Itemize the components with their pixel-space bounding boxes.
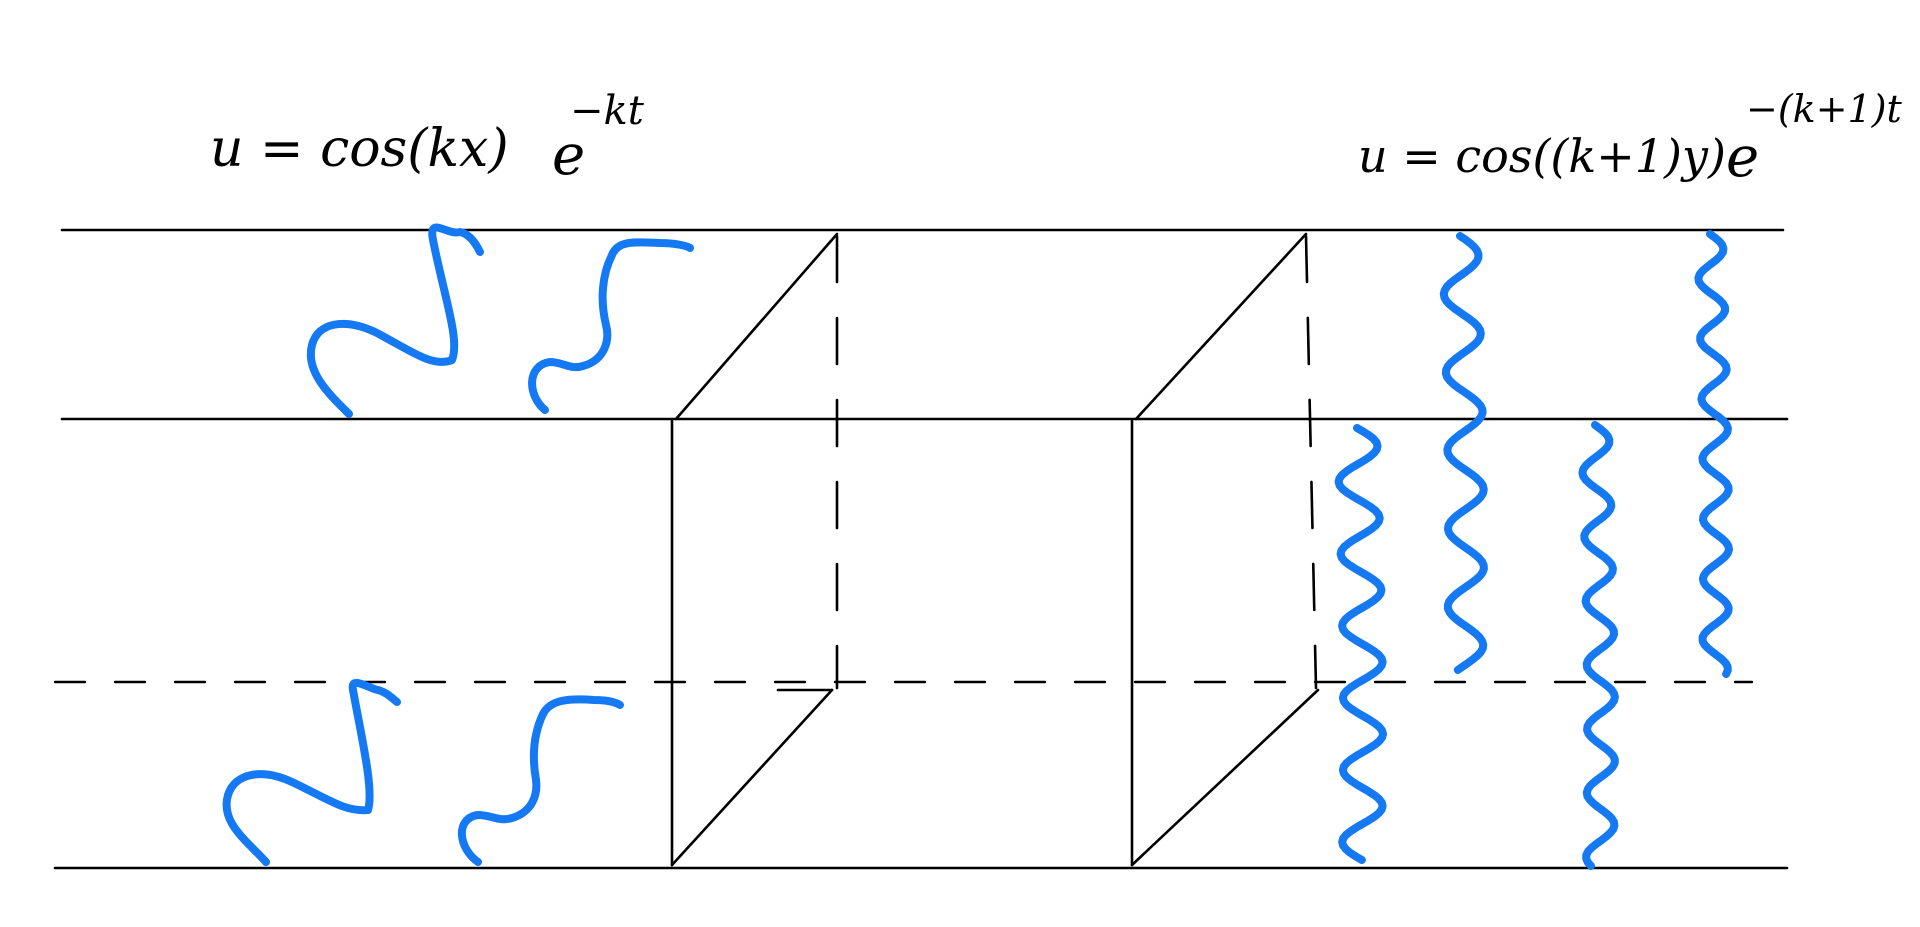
right-waves [1334, 230, 1733, 870]
left-cross-section-plane [670, 232, 839, 867]
right-formula-lhs: u = cos((k+1)y) [1358, 129, 1726, 183]
lower-left-wave-1 [222, 678, 401, 866]
lower-left-wave-2 [457, 695, 624, 866]
right-formula-base: e [1726, 125, 1759, 190]
left-plane-top-diagonal [674, 232, 839, 421]
left-formula-exponent: −kt [570, 88, 645, 134]
left-plane-bottom-diagonal [670, 688, 834, 867]
right-plane-back-edge [1304, 234, 1318, 690]
boundary-lines [53, 228, 1789, 870]
upper-left-wave-1 [306, 223, 484, 418]
right-plane-bottom-diagonal [1130, 688, 1320, 867]
left-waves [222, 223, 694, 866]
right-formula: u = cos((k+1)y) e −(k+1)t [1358, 87, 1903, 190]
right-wave-3 [1578, 421, 1619, 870]
left-formula: u = cos(kx) e −kt [210, 88, 645, 188]
right-wave-4 [1694, 230, 1733, 678]
left-formula-base: e [552, 123, 585, 188]
right-plane-top-diagonal [1134, 232, 1308, 421]
left-formula-lhs: u = cos(kx) [210, 119, 509, 179]
right-formula-exponent: −(k+1)t [1746, 87, 1903, 131]
upper-left-wave-2 [528, 238, 694, 414]
right-cross-section-plane [1130, 232, 1320, 867]
right-wave-2 [1439, 232, 1488, 674]
right-wave-1 [1334, 424, 1387, 864]
